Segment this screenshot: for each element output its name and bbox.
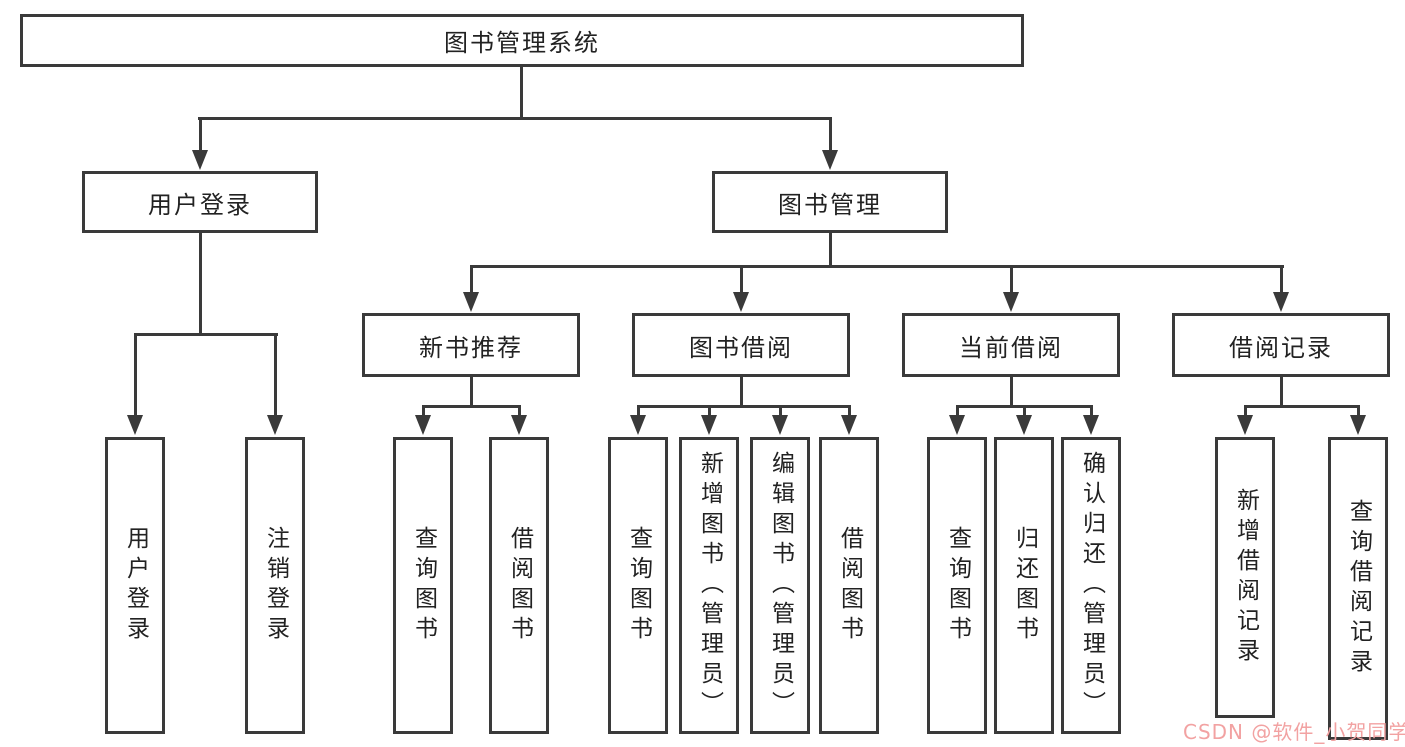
connector-line (134, 333, 278, 336)
leaf-return-books: 归还图书 (994, 437, 1054, 734)
arrow-down-icon (1003, 292, 1019, 312)
connector-line (470, 265, 473, 294)
arrow-down-icon (1350, 415, 1366, 435)
connector-line (1357, 405, 1360, 418)
leaf-query-borrow-record: 查询借阅记录 (1328, 437, 1388, 740)
leaf-add-borrow-record: 新增借阅记录 (1215, 437, 1275, 718)
arrow-down-icon (701, 415, 717, 435)
connector-line (199, 117, 202, 152)
connector-line (956, 405, 959, 418)
connector-line (708, 405, 711, 418)
csdn-watermark: CSDN @软件_小贺同学 (1183, 720, 1405, 744)
leaf-query-books: 查询图书 (608, 437, 668, 734)
connector-line (637, 405, 640, 418)
connector-line (1280, 265, 1283, 294)
arrow-down-icon (192, 150, 208, 170)
connector-line (1010, 375, 1013, 407)
connector-line (740, 265, 743, 294)
arrow-down-icon (1083, 415, 1099, 435)
leaf-user-login: 用户登录 (105, 437, 165, 734)
connector-line (1023, 405, 1026, 418)
arrow-down-icon (1237, 415, 1253, 435)
node-new-book-recommendation: 新书推荐 (362, 313, 580, 377)
connector-line (829, 233, 832, 267)
connector-line (637, 405, 850, 408)
node-book-borrowing: 图书借阅 (632, 313, 850, 377)
connector-line (518, 405, 521, 418)
connector-line (470, 375, 473, 407)
arrow-down-icon (772, 415, 788, 435)
arrow-down-icon (511, 415, 527, 435)
arrow-down-icon (267, 415, 283, 435)
connector-line (740, 375, 743, 407)
arrow-down-icon (463, 292, 479, 312)
connector-line (1280, 375, 1283, 407)
leaf-query-books: 查询图书 (927, 437, 987, 734)
connector-line (1090, 405, 1093, 418)
connector-line (848, 405, 851, 418)
connector-line (470, 265, 1284, 268)
connector-line (134, 333, 137, 417)
connector-line (422, 405, 521, 408)
arrow-down-icon (1016, 415, 1032, 435)
arrow-down-icon (415, 415, 431, 435)
arrow-down-icon (822, 150, 838, 170)
connector-line (199, 233, 202, 335)
arrow-down-icon (1273, 292, 1289, 312)
leaf-borrow-books: 借阅图书 (489, 437, 549, 734)
node-borrowing-records: 借阅记录 (1172, 313, 1390, 377)
connector-line (1244, 405, 1359, 408)
arrow-down-icon (949, 415, 965, 435)
leaf-logout: 注销登录 (245, 437, 305, 734)
leaf-query-books: 查询图书 (393, 437, 453, 734)
node-user-login-branch: 用户登录 (82, 171, 318, 233)
leaf-edit-books-admin: 编辑图书（管理员） (750, 437, 810, 734)
leaf-add-books-admin: 新增图书（管理员） (679, 437, 739, 734)
node-library-management-system: 图书管理系统 (20, 14, 1024, 67)
arrow-down-icon (733, 292, 749, 312)
leaf-confirm-return-admin: 确认归还（管理员） (1061, 437, 1121, 734)
connector-line (1244, 405, 1247, 418)
node-current-borrowing: 当前借阅 (902, 313, 1120, 377)
connector-line (198, 117, 832, 120)
arrow-down-icon (630, 415, 646, 435)
connector-line (779, 405, 782, 418)
connector-line (422, 405, 425, 418)
connector-line (1010, 265, 1013, 294)
connector-line (829, 117, 832, 152)
connector-line (520, 65, 523, 119)
node-book-management-branch: 图书管理 (712, 171, 948, 233)
arrow-down-icon (127, 415, 143, 435)
arrow-down-icon (841, 415, 857, 435)
connector-line (274, 333, 277, 417)
leaf-borrow-books: 借阅图书 (819, 437, 879, 734)
